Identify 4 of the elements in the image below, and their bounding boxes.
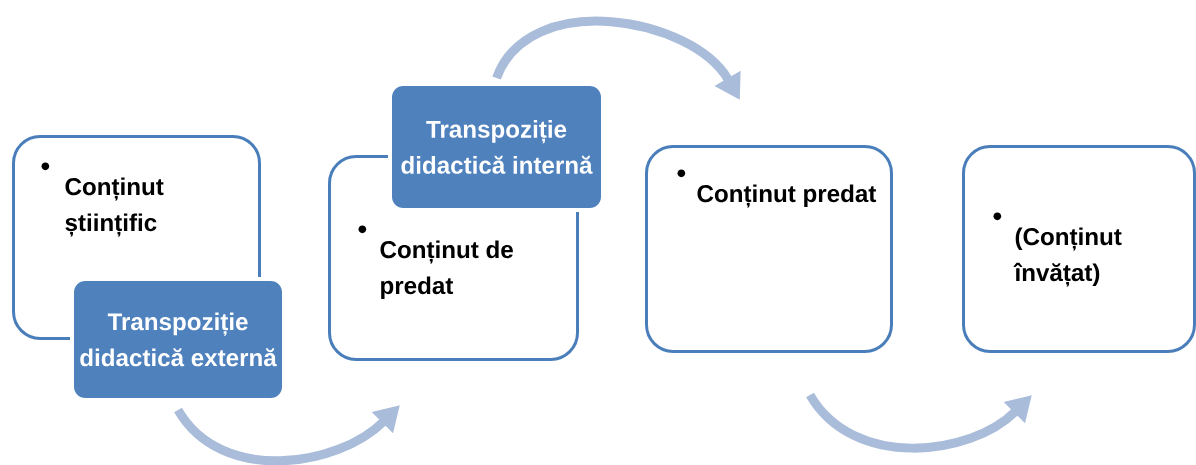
step-box: Transpoziție didactică internă bbox=[388, 82, 605, 212]
content-box: Conținut predat bbox=[645, 145, 893, 353]
content-box: (Conținut învățat) bbox=[962, 145, 1196, 353]
step-box: Transpoziție didactică externă bbox=[70, 277, 286, 402]
